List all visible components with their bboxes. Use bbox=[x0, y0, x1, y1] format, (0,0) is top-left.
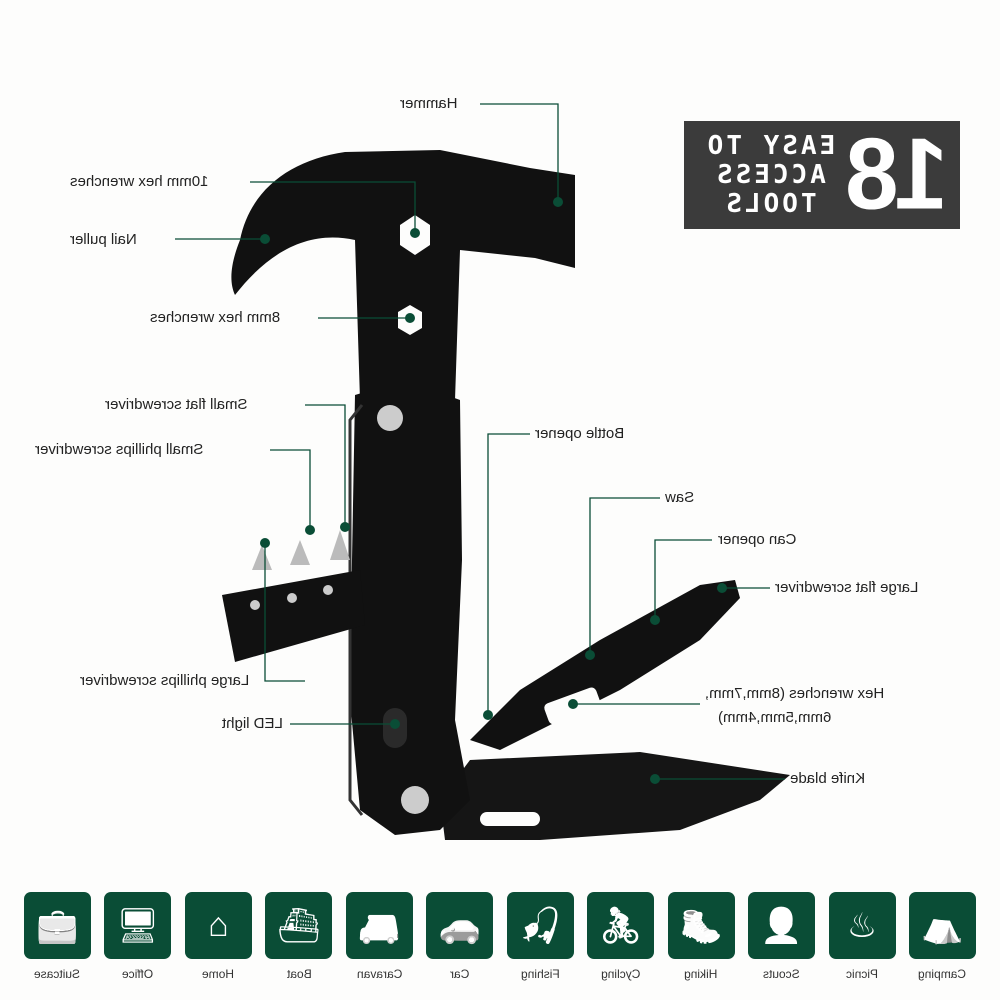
callout-bottle-opener: Bottle opener bbox=[535, 425, 625, 442]
use-tile-camping: ⛺ Camping bbox=[908, 892, 976, 981]
use-label: Hiking bbox=[684, 967, 718, 981]
car-icon: 🚗 bbox=[426, 892, 494, 959]
use-tile-office: 🖥 Office bbox=[104, 892, 172, 981]
use-case-row: 💼 Suitcase 🖥 Office ⌂ Home ⛴ Boat 🚐 Caravan 🚗 Car 🎣 F… bbox=[24, 892, 976, 981]
use-tile-boat: ⛴ Boat bbox=[265, 892, 333, 981]
cycling-icon: 🚴 bbox=[587, 892, 655, 959]
use-label: Suitcase bbox=[34, 967, 81, 981]
use-label: Picnic bbox=[846, 967, 879, 981]
multitool bbox=[222, 150, 790, 840]
use-tile-home: ⌂ Home bbox=[184, 892, 252, 981]
use-tile-car: 🚗 Car bbox=[426, 892, 494, 981]
home-icon: ⌂ bbox=[184, 892, 252, 959]
use-tile-hiking: 🥾 Hiking bbox=[667, 892, 735, 981]
callout-hex-multi-2: 6mm,5mm,4mm) bbox=[718, 709, 832, 726]
callout-large-flat: Large flat screwdriver bbox=[775, 579, 919, 596]
badge-number: 18 bbox=[849, 118, 948, 231]
callout-lines bbox=[175, 103, 785, 780]
fishing-icon: 🎣 bbox=[506, 892, 574, 959]
callout-hex-multi-1: Hex wrenches (8mm,7mm, bbox=[705, 685, 885, 702]
callout-dots bbox=[260, 197, 727, 784]
use-label: Caravan bbox=[356, 967, 402, 981]
camping-icon: ⛺ bbox=[908, 892, 976, 959]
use-label: Home bbox=[202, 967, 235, 981]
callout-8mm-hex: 8mm hex wrenches bbox=[150, 309, 281, 326]
callout-small-phillips: Small phillips screwdriver bbox=[35, 441, 204, 458]
scouts-icon: 👤 bbox=[748, 892, 816, 959]
use-label: Cycling bbox=[600, 967, 641, 981]
use-label: Car bbox=[450, 967, 470, 981]
callout-saw: Saw bbox=[665, 489, 695, 506]
tool-count-badge: 18 EASY TO ACCESS TOOLS bbox=[684, 118, 960, 231]
hiking-icon: 🥾 bbox=[667, 892, 735, 959]
use-label: Scouts bbox=[763, 967, 800, 981]
callout-hammer: Hammer bbox=[400, 95, 458, 112]
callout-can-opener: Can opener bbox=[718, 531, 797, 548]
use-label: Camping bbox=[918, 967, 967, 981]
callout-small-flat: Small flat screwdriver bbox=[105, 396, 248, 413]
use-tile-cycling: 🚴 Cycling bbox=[587, 892, 655, 981]
use-label: Boat bbox=[286, 967, 312, 981]
use-tile-fishing: 🎣 Fishing bbox=[506, 892, 574, 981]
callout-10mm-hex: 10mm hex wrenches bbox=[70, 173, 209, 190]
use-label: Fishing bbox=[520, 967, 560, 981]
callout-large-phillips: Large phillips screwdriver bbox=[80, 672, 250, 689]
badge-line3: TOOLS bbox=[723, 188, 817, 219]
use-tile-suitcase: 💼 Suitcase bbox=[24, 892, 91, 981]
badge-line2: ACCESS bbox=[713, 159, 826, 190]
callout-knife: Knife blade bbox=[790, 770, 866, 787]
badge-line1: EASY TO bbox=[704, 130, 836, 161]
caravan-icon: 🚐 bbox=[345, 892, 413, 959]
use-tile-scouts: 👤 Scouts bbox=[748, 892, 816, 981]
use-label: Office bbox=[122, 967, 154, 981]
picnic-icon: ♨ bbox=[828, 892, 896, 959]
suitcase-icon: 💼 bbox=[24, 892, 91, 959]
use-tile-caravan: 🚐 Caravan bbox=[345, 892, 413, 981]
use-tile-picnic: ♨ Picnic bbox=[828, 892, 896, 981]
callout-nail-puller: Nail puller bbox=[70, 231, 137, 248]
boat-icon: ⛴ bbox=[265, 892, 333, 959]
office-icon: 🖥 bbox=[104, 892, 172, 959]
callout-led: LED light bbox=[222, 715, 283, 732]
